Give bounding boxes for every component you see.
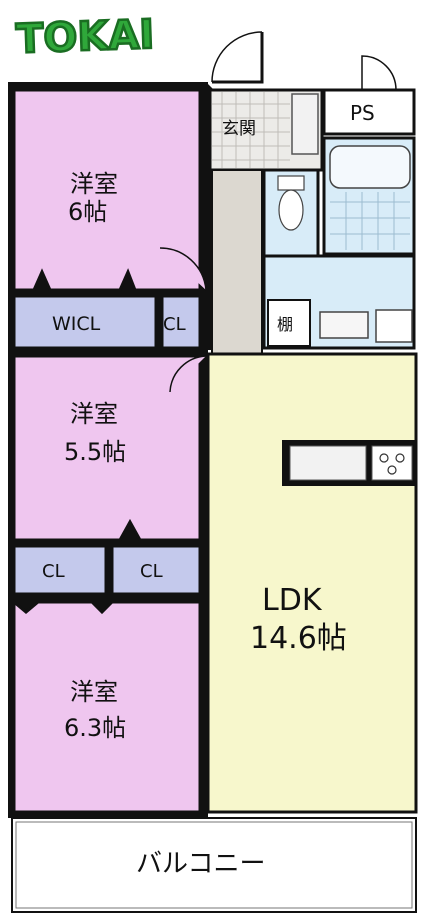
toilet-bowl-icon bbox=[278, 189, 304, 231]
bedroom-2-area bbox=[12, 354, 202, 542]
shoe-cabinet bbox=[291, 93, 319, 155]
balcony-inner-line bbox=[15, 821, 413, 909]
closet-1-area bbox=[160, 294, 202, 350]
logo-text: TOKAI bbox=[15, 12, 155, 63]
ldk-name: LDK bbox=[262, 583, 323, 618]
bedroom-3-size: 6.3帖 bbox=[64, 714, 126, 742]
ps-door-swing bbox=[361, 55, 397, 91]
closet-2-area bbox=[12, 544, 108, 596]
closet-2-label: CL bbox=[42, 561, 65, 582]
bedroom-3-name: 洋室 bbox=[70, 678, 118, 706]
closet-3-area bbox=[110, 544, 202, 596]
bedroom2-door-swing bbox=[169, 355, 207, 393]
bedroom-1-name: 洋室 bbox=[70, 170, 118, 198]
balcony-area bbox=[11, 817, 417, 913]
toilet-tank-icon bbox=[277, 175, 305, 191]
washbasin-icon bbox=[319, 311, 369, 339]
kitchen-sink-icon bbox=[289, 445, 367, 481]
entry-door-swing bbox=[211, 31, 263, 83]
balcony-label: バルコニー bbox=[136, 849, 265, 879]
burner-icon bbox=[387, 465, 397, 475]
bedroom-2-size: 5.5帖 bbox=[64, 438, 126, 466]
stove-icon bbox=[371, 445, 413, 481]
bedroom1-door-swing bbox=[159, 247, 207, 291]
entrance-tiles bbox=[212, 92, 290, 168]
bedroom-3-area bbox=[12, 598, 202, 814]
wicl-area bbox=[12, 294, 158, 350]
ps-label: PS bbox=[350, 101, 375, 125]
closet-3-label: CL bbox=[140, 561, 163, 582]
closet-1-label: CL bbox=[163, 314, 186, 335]
ldk-area bbox=[206, 352, 418, 814]
burner-icon bbox=[395, 453, 405, 463]
entry-door-frame bbox=[212, 32, 264, 84]
burner-icon bbox=[379, 453, 389, 463]
wicl-label: WICL bbox=[52, 313, 101, 335]
bathtub-icon bbox=[329, 145, 411, 189]
bedroom-2-name: 洋室 bbox=[70, 400, 118, 428]
storage-shelf bbox=[267, 299, 311, 347]
washing-machine-icon bbox=[375, 309, 413, 343]
hallway-area bbox=[211, 169, 263, 355]
entrance-label: 玄関 bbox=[222, 119, 256, 139]
bedroom-1-size: 6帖 bbox=[68, 198, 107, 226]
ps-area bbox=[322, 88, 416, 136]
bedroom-1-area bbox=[12, 88, 202, 292]
storage-label: 棚 bbox=[277, 315, 293, 334]
ldk-size: 14.6帖 bbox=[250, 621, 347, 656]
bath-floor-tiles bbox=[330, 192, 410, 250]
tokai-logo: TOKAI bbox=[14, 11, 156, 64]
